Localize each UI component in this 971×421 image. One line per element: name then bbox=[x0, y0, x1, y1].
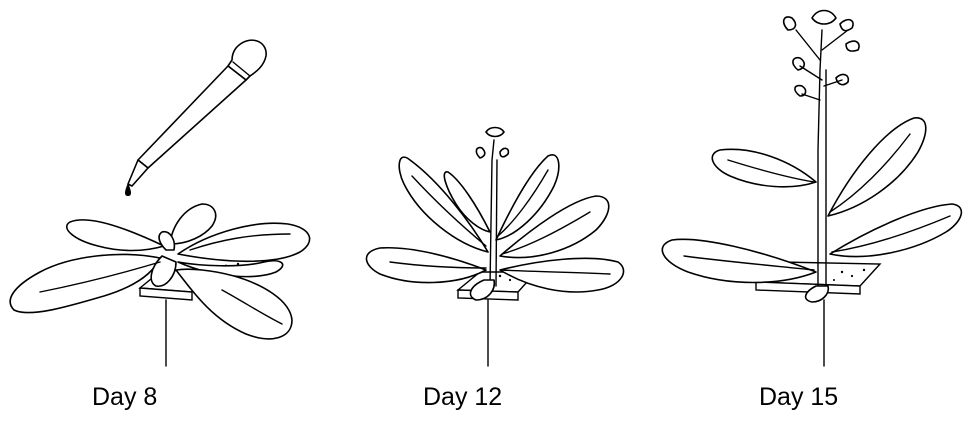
plant-rosette-icon bbox=[10, 204, 309, 339]
caption-day-12: Day 12 bbox=[423, 383, 502, 412]
plant-flowering-icon bbox=[662, 11, 961, 303]
pipette-icon bbox=[128, 40, 266, 186]
panel-day-8 bbox=[10, 40, 309, 366]
panel-day-12 bbox=[366, 128, 623, 367]
caption-day-8: Day 8 bbox=[92, 383, 157, 412]
panel-day-15 bbox=[662, 11, 961, 367]
caption-day-15: Day 15 bbox=[759, 383, 838, 412]
